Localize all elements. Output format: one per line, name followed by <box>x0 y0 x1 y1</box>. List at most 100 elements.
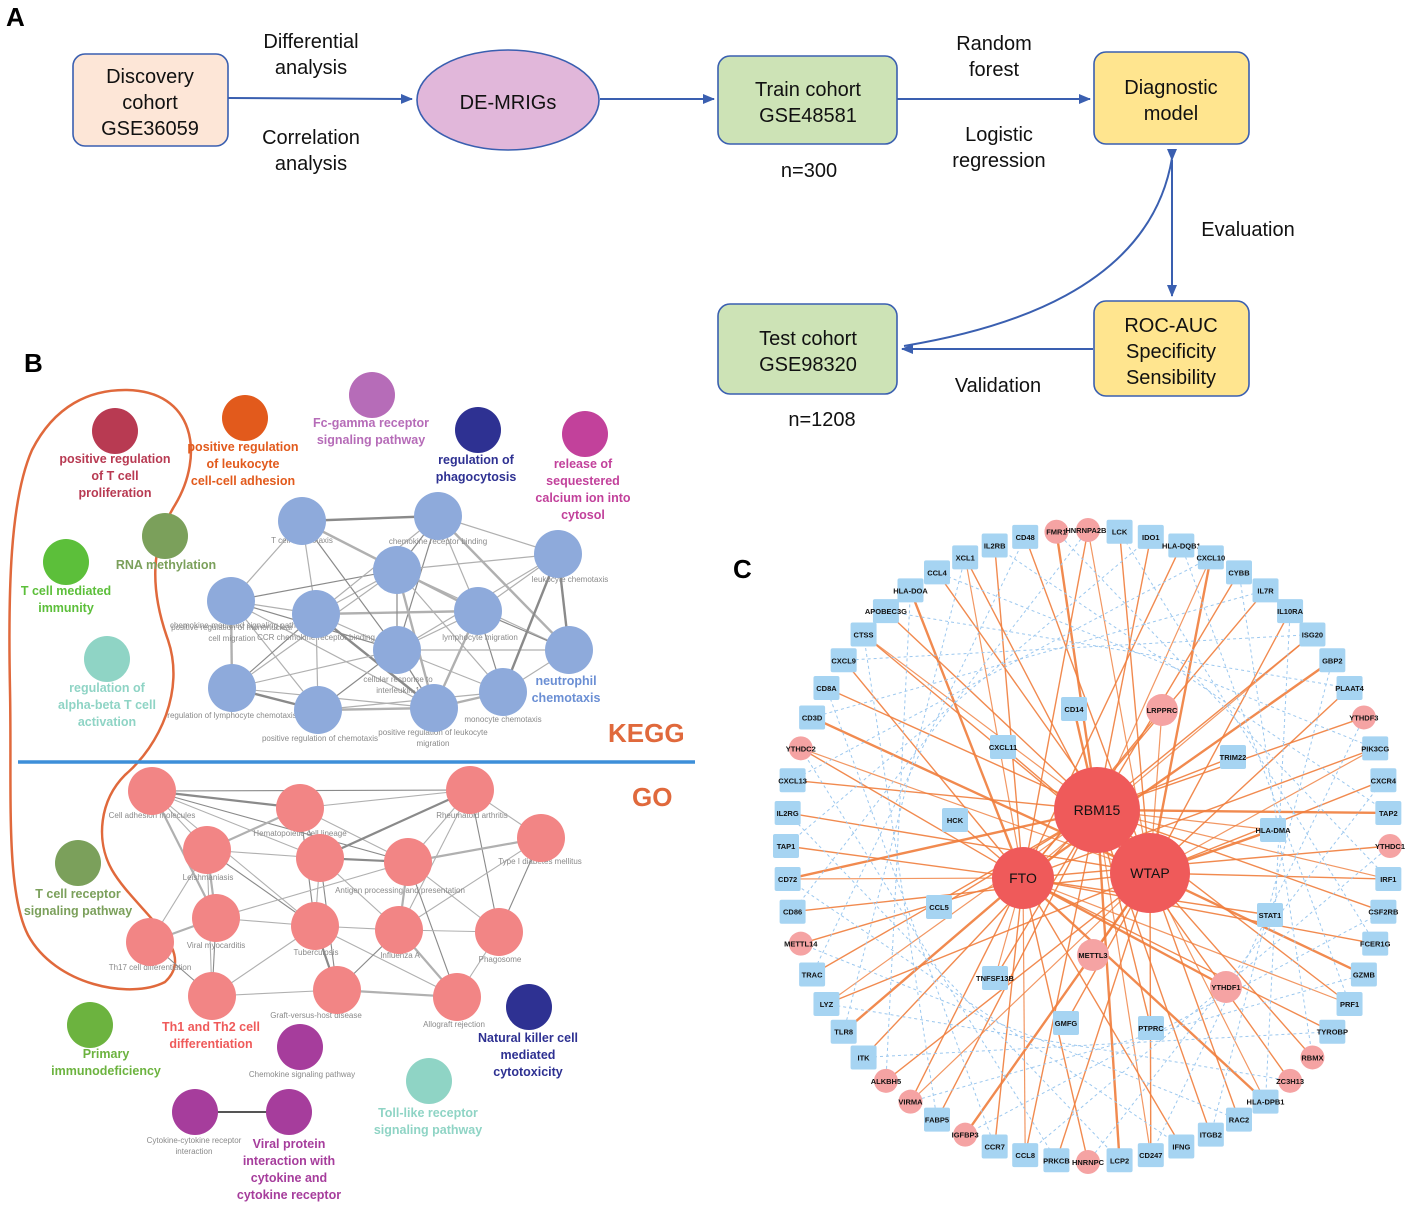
gene-node: TRAC <box>799 962 826 987</box>
immune-gene-node <box>1319 648 1346 673</box>
enriched-term-node <box>506 984 552 1030</box>
gene-label: FCER1G <box>1360 940 1391 949</box>
immune-gene-node <box>774 800 801 825</box>
gene-label: TNFSF13B <box>976 974 1015 983</box>
gene-label: LYZ <box>820 1000 834 1009</box>
immune-gene-node <box>774 867 801 892</box>
immune-gene-node <box>1336 676 1363 700</box>
hub-gene-edge <box>785 845 1024 879</box>
gene-node: CD86 <box>779 899 806 924</box>
gene-node: CD3D <box>799 705 826 730</box>
enriched-term-node <box>266 1089 312 1135</box>
gene-label: ZC3H13 <box>1276 1077 1304 1086</box>
small-term-label: Tuberculosis <box>293 948 338 957</box>
immune-gene-node <box>1053 1011 1079 1035</box>
gene-label: CXCL9 <box>831 656 856 665</box>
small-term-label: Chemokine signaling pathway <box>249 1070 355 1079</box>
enriched-term-label: RNA methylation <box>116 558 216 572</box>
gene-label: HNRNPA2B1 <box>1065 526 1110 535</box>
gene-gene-edge <box>792 556 1212 781</box>
gene-node: ISG20 <box>1299 622 1326 647</box>
immune-gene-node <box>1257 903 1283 927</box>
gene-node: TAP2 <box>1375 800 1402 825</box>
gene-gene-edge <box>885 610 1350 689</box>
hub-gene-edge <box>964 557 1024 879</box>
immune-gene-node <box>1012 1143 1039 1168</box>
gene-node: CYBB <box>1226 560 1252 585</box>
gene-gene-edge <box>785 536 1152 847</box>
hub-gene-edge <box>1022 877 1026 1156</box>
immune-gene-node <box>942 808 968 832</box>
go-term-node <box>192 894 240 942</box>
gene-node: TYROBP <box>1317 1019 1348 1044</box>
panel-b-letter: B <box>24 348 43 378</box>
kegg-term-node <box>479 668 527 716</box>
gene-label: YTHDF1 <box>1211 983 1240 992</box>
hub-gene-edge <box>1096 634 1313 811</box>
gene-gene-edge <box>1056 531 1389 880</box>
hub-gene-edge <box>800 877 1024 945</box>
immune-gene-node <box>982 966 1008 990</box>
gene-label: XCL1 <box>956 553 975 562</box>
gene-label: YTHDC1 <box>1375 842 1405 851</box>
immune-gene-node <box>1061 697 1087 721</box>
immune-gene-node <box>830 1019 857 1044</box>
gene-label: STAT1 <box>1259 911 1282 920</box>
small-term-label: lymphocyte migration <box>442 633 518 642</box>
go-edge <box>398 837 542 931</box>
gene-node: CD48 <box>1012 524 1039 549</box>
gene-label: LCK <box>1112 528 1128 537</box>
gene-label: CXCL11 <box>989 743 1017 752</box>
go-term-node <box>375 906 423 954</box>
gene-node: YTHDF3 <box>1349 705 1378 730</box>
immune-gene-node <box>1375 800 1402 825</box>
hub-gene-edge <box>1149 687 1351 874</box>
go-edge <box>299 789 471 809</box>
hub-gene-edge <box>1022 876 1227 989</box>
hub-gene-edge <box>1096 809 1152 1156</box>
gene-label: PRKCB <box>1043 1156 1070 1165</box>
hub-gene-edge <box>1022 877 1350 1005</box>
enriched-term-node <box>142 513 188 559</box>
gene-gene-edge <box>885 590 911 1081</box>
gene-label: HLA-DOA <box>893 586 928 595</box>
small-term-label: Viral myocarditis <box>187 941 246 950</box>
gene-node: FMR1 <box>1044 519 1069 544</box>
small-term-label: Phagosome <box>479 955 522 964</box>
go-edge <box>151 789 301 810</box>
gene-gene-edge <box>1265 611 1291 1102</box>
gene-label: ITGB2 <box>1200 1131 1222 1140</box>
gene-node: YTHDC2 <box>786 736 816 761</box>
immune-gene-node <box>1319 1019 1346 1044</box>
hub-label: FTO <box>1009 870 1037 886</box>
gene-label: VIRMA <box>898 1098 923 1107</box>
gene-label: LRPPRC <box>1147 706 1178 715</box>
gene-node: CCL4 <box>924 560 950 585</box>
immune-gene-node <box>1362 736 1389 761</box>
gene-label: TRIM22 <box>1220 753 1247 762</box>
kegg-edge <box>231 649 398 689</box>
hub-gene-edge <box>1096 571 1240 811</box>
go-term-node <box>128 767 176 815</box>
gene-label: ALKBH5 <box>871 1077 901 1086</box>
gene-label: CD8A <box>816 684 837 693</box>
go-edge <box>469 789 500 933</box>
gene-gene-edge <box>1087 779 1384 1163</box>
gene-label: CD48 <box>1016 533 1035 542</box>
hub-gene-edge <box>1118 531 1151 874</box>
gene-node: ZC3H13 <box>1276 1068 1304 1093</box>
small-term-label: Graft-versus-host disease <box>270 1011 362 1020</box>
gene-label: CCL4 <box>927 568 947 577</box>
gene-node: HNRNPA2B1 <box>1065 518 1111 542</box>
immune-gene-node <box>924 1107 950 1132</box>
gene-node: PRKCB <box>1043 1148 1070 1173</box>
